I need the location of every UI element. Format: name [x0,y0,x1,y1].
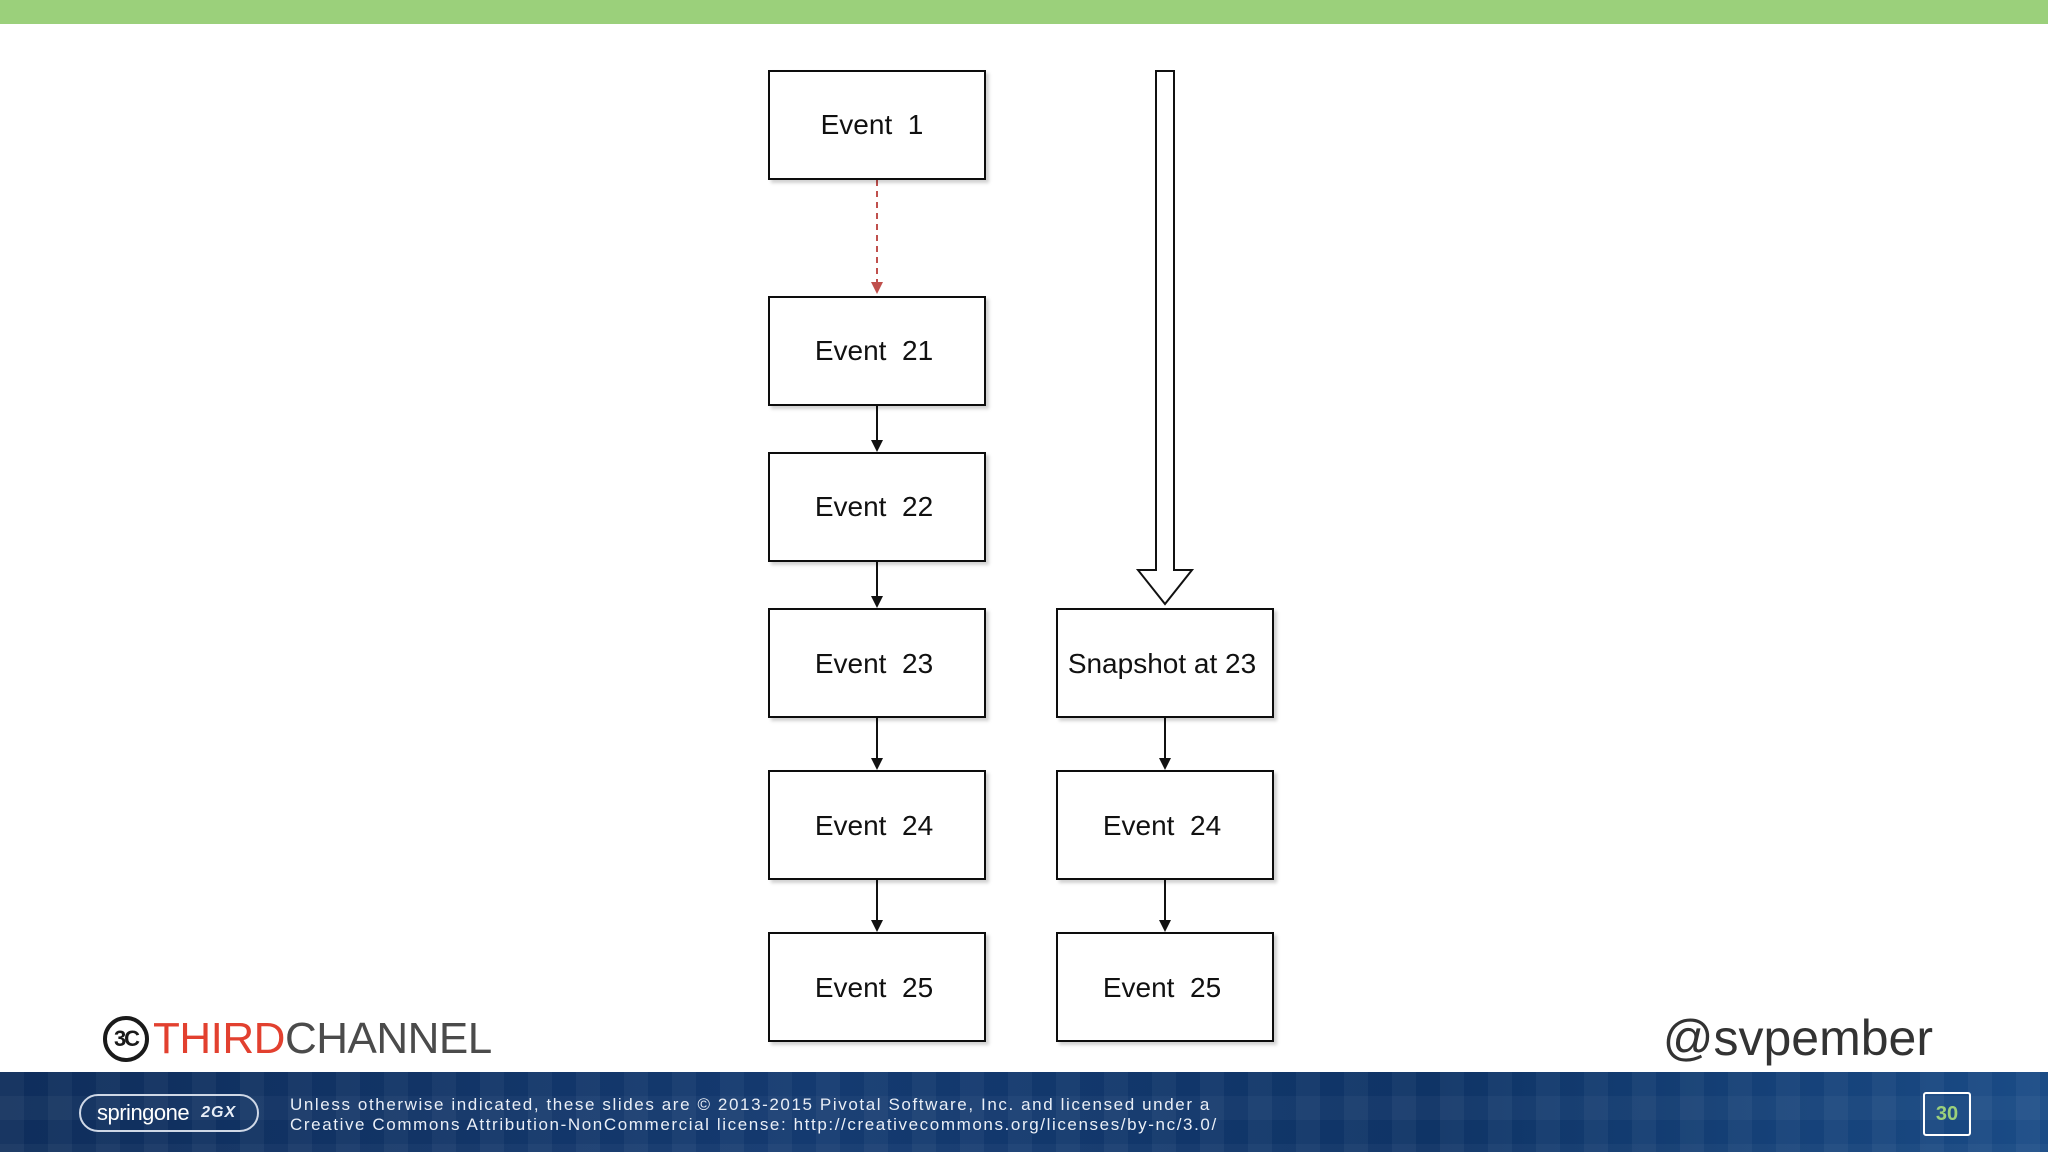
logo-text-third: THIRD [153,1014,285,1063]
node-event-24: Event 24 [768,770,986,880]
svg-text:Event 24: Event 24 [815,810,933,841]
node-event-25: Event 25 [768,932,986,1042]
node-right-event-24: Event 24 [1056,770,1274,880]
license-line-2: Creative Commons Attribution-NonCommerci… [290,1115,1218,1134]
logo-text-channel: CHANNEL [284,1014,492,1063]
svg-text:Event 23: Event 23 [815,648,933,679]
license-line-1: Unless otherwise indicated, these slides… [290,1095,1211,1114]
svg-text:Snapshot at 23: Snapshot at 23 [1068,648,1256,679]
node-event-22: Event 22 [768,452,986,562]
svg-text:Event 25: Event 25 [815,972,933,1003]
thirdchannel-mark-icon: 3C [103,1016,149,1062]
springone-badge: 2GX [201,1104,237,1121]
footer-bar: springone 2GX Unless otherwise indicated… [0,1072,2048,1152]
svg-text:Event 25: Event 25 [1103,972,1221,1003]
node-event-23: Event 23 [768,608,986,718]
thirdchannel-logo: 3C THIRD CHANNEL [103,1009,492,1069]
springone-logo: springone 2GX [79,1094,259,1132]
page-number: 30 [1923,1092,1971,1136]
top-accent-bar [0,0,2048,24]
node-snapshot-23: Snapshot at 23 [1056,608,1274,718]
node-event-1: Event 1 [768,70,986,180]
svg-text:Event 21: Event 21 [815,335,933,366]
snapshot-pointer-arrow [1135,70,1195,606]
license-text: Unless otherwise indicated, these slides… [290,1095,1218,1135]
twitter-handle: @svpember [1662,1010,1933,1066]
node-right-event-25: Event 25 [1056,932,1274,1042]
svg-text:Event 1: Event 1 [821,109,924,140]
springone-name: springone [97,1100,190,1125]
svg-text:Event 22: Event 22 [815,491,933,522]
node-event-21: Event 21 [768,296,986,406]
svg-text:Event 24: Event 24 [1103,810,1221,841]
